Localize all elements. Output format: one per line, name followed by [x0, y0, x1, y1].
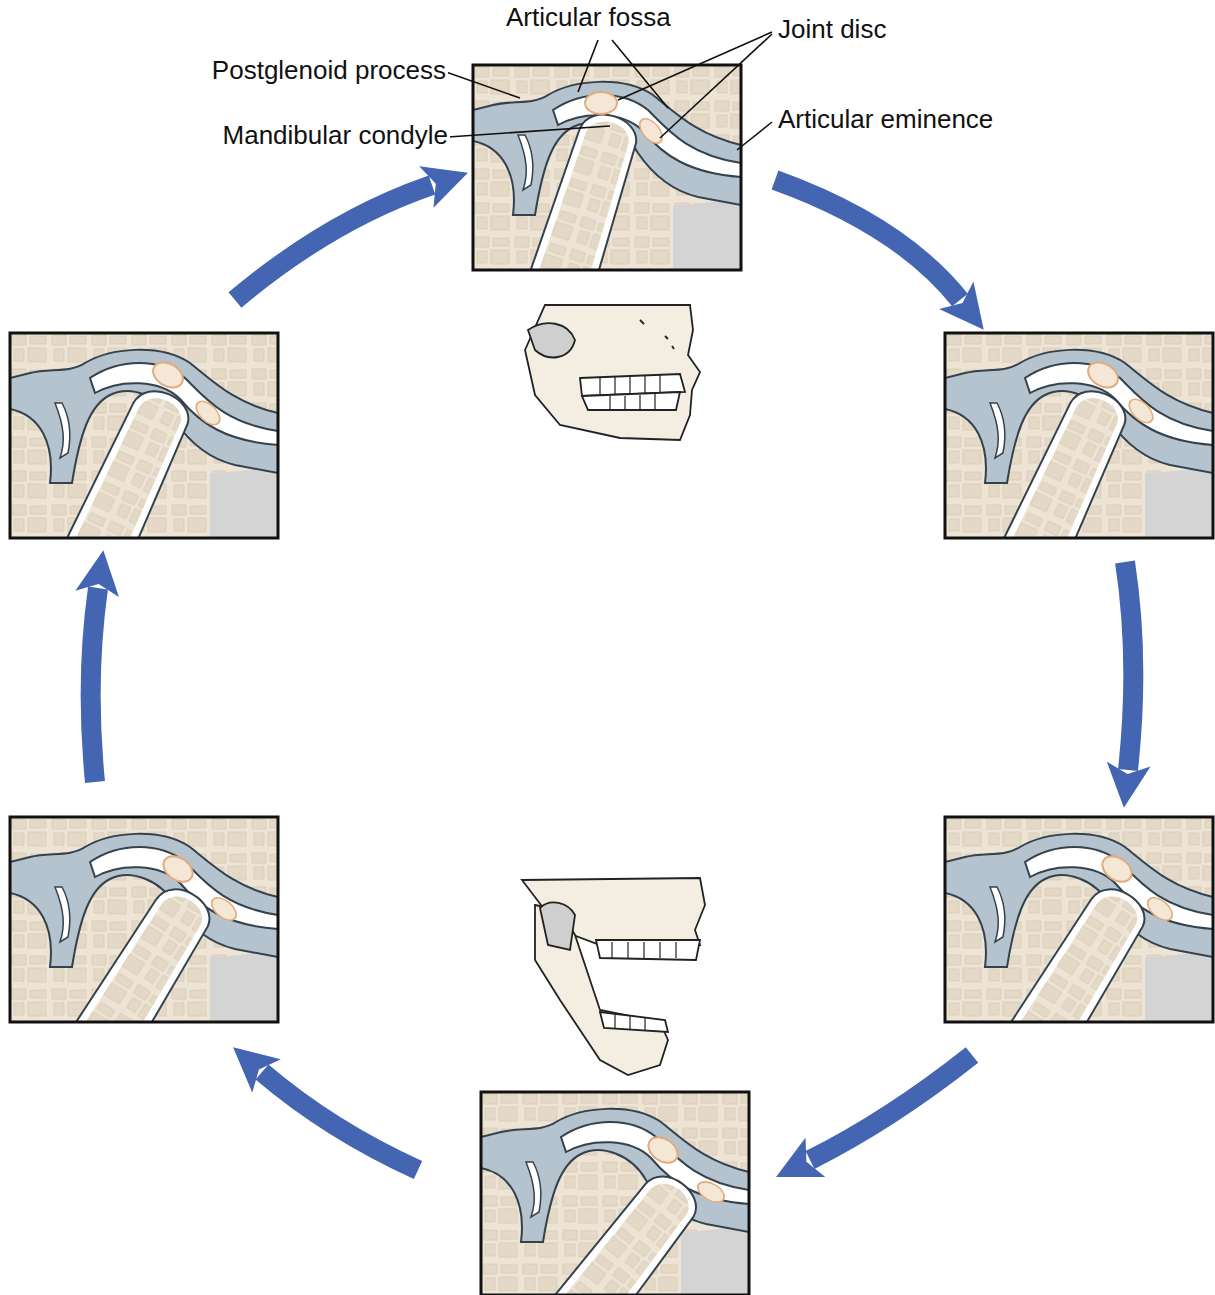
leader-lines — [446, 32, 772, 150]
joint-panel — [481, 1092, 749, 1295]
skull-open — [522, 878, 705, 1075]
part-name: Mandibular condyle — [221, 120, 450, 150]
part-name: Postglenoid process — [210, 55, 448, 85]
joint-panel — [10, 817, 278, 1101]
part-name: Articular fossa — [504, 2, 673, 32]
skull-closed — [525, 305, 700, 440]
joint-panel — [473, 65, 741, 337]
part-name: Joint disc — [776, 14, 888, 44]
part-name: Articular eminence — [776, 104, 995, 134]
joint-panel — [945, 817, 1213, 1101]
cycle-arrows — [91, 180, 1134, 1170]
joint-panel — [10, 333, 278, 610]
joint-panel — [945, 333, 1213, 610]
